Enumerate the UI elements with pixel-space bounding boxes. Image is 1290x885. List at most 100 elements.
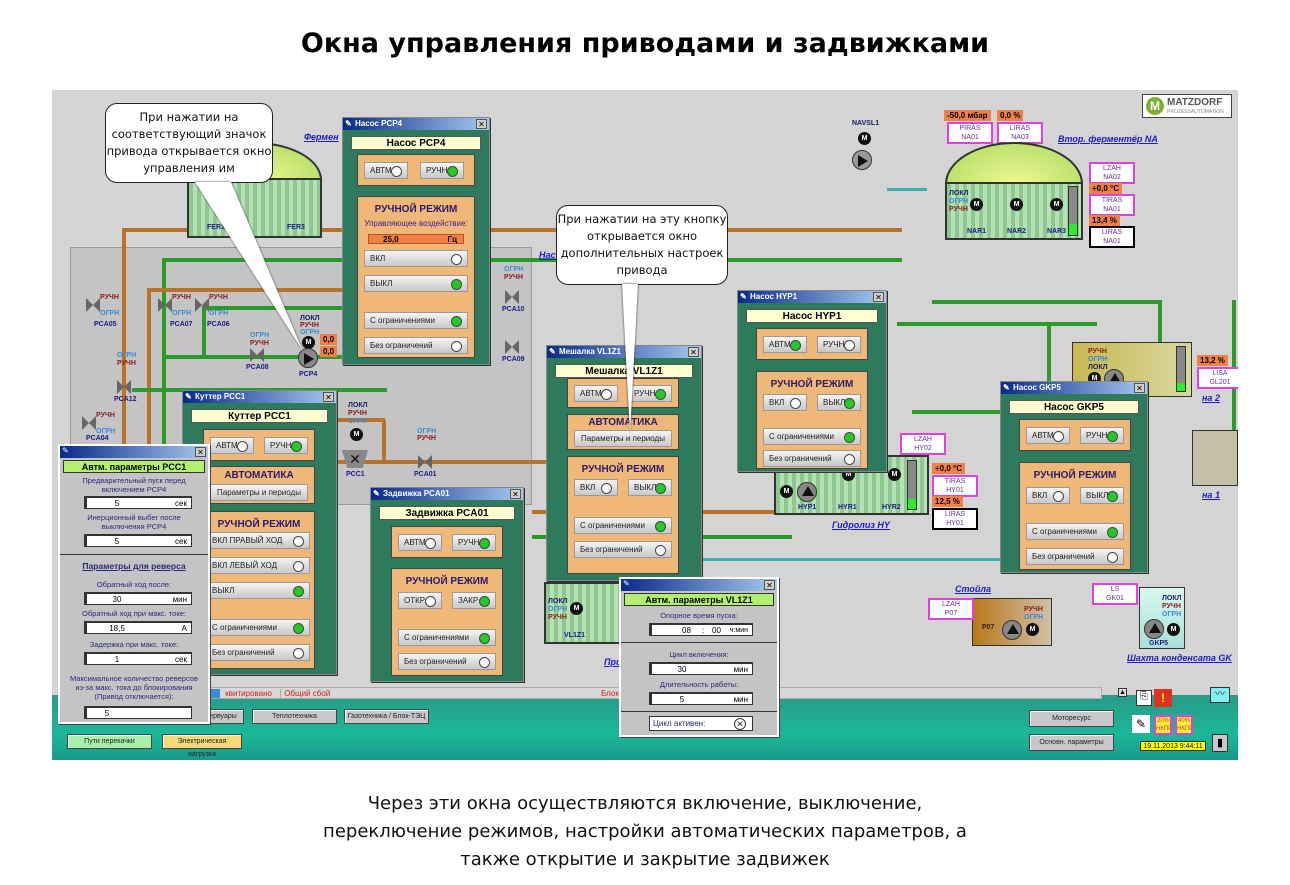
motor-icon[interactable]: M [1010,198,1023,211]
on-button[interactable]: ВКЛ [1026,487,1070,504]
on-button[interactable]: ВКЛ [574,479,618,496]
dialog-titlebar[interactable]: Насос GKP5 [1001,382,1147,394]
nav-pumping-button[interactable]: Пути перекачки [67,734,152,749]
dialog-titlebar[interactable] [60,446,208,458]
main-params-button[interactable]: Основн. параметры [1029,734,1114,751]
stoila-link[interactable]: Стойла [955,584,991,594]
valve-icon[interactable] [82,416,96,430]
close-icon[interactable]: ✕ [764,580,775,590]
auto-mode-button[interactable]: АВТМ [398,534,442,551]
close-icon[interactable]: ✕ [195,447,206,457]
nav-gas-button[interactable]: Газотехника / Блок-ТЭЦ [344,709,429,724]
params-periods-button[interactable]: Параметры и периоды [210,484,308,501]
manual-mode-button[interactable]: РУЧН [452,534,496,551]
dialog-titlebar[interactable] [621,579,777,591]
left-run-button[interactable]: ВКЛ ЛЕВЫЙ ХОД [206,557,310,574]
close-icon[interactable]: ✕ [476,119,487,129]
auto-mode-button[interactable]: АВТМ [364,162,408,179]
pump-hyp1-icon[interactable] [797,482,817,502]
journal-icon[interactable]: ⎘ [1136,690,1152,706]
close-icon[interactable]: ✕ [873,292,884,302]
motor-icon[interactable]: M [888,468,901,481]
close-icon[interactable]: ✕ [1134,383,1145,393]
with-limits-button[interactable]: С ограничениями [763,428,861,445]
compressor-icon[interactable] [852,150,872,170]
valve-icon[interactable] [505,290,519,304]
right-run-button[interactable]: ВКЛ ПРАВЫЙ ХОД [206,532,310,549]
no-limits-button[interactable]: Без ограничений [398,653,496,670]
alarm-burst-icon[interactable]: ! [1154,689,1172,707]
on-button[interactable]: ВКЛ [763,394,807,411]
valve-icon[interactable] [418,455,432,469]
auto-mode-button[interactable]: АВТМ [574,385,618,402]
motor-icon[interactable]: M [302,336,315,349]
off-button[interactable]: ВЫКЛ [817,394,861,411]
with-limits-button[interactable]: С ограничениями [398,629,496,646]
gas-detector-icon[interactable]: ✎ [1132,715,1150,733]
valve-icon[interactable] [86,298,100,312]
dialog-titlebar[interactable]: Насос PCP4 [343,118,489,130]
close-icon[interactable]: ✕ [688,347,699,357]
manual-mode-button[interactable]: РУЧН [264,437,308,454]
manual-mode-button[interactable]: РУЧН [1080,427,1124,444]
gk-link[interactable]: Шахта конденсата GK [1127,653,1232,663]
motor-icon[interactable]: M [1026,623,1039,636]
motor-icon[interactable]: M [1050,198,1063,211]
close-icon[interactable]: ✕ [510,489,521,499]
nav-heat-button[interactable]: Теплотехника [252,709,337,724]
with-limits-button[interactable]: С ограничениями [1026,523,1124,540]
auto-mode-button[interactable]: АВТМ [763,336,807,353]
scroll-up-icon[interactable]: ▲ [1118,688,1127,697]
valve-icon[interactable] [117,380,131,394]
with-limits-button[interactable]: С ограничениями [364,312,468,329]
pump-p07-icon[interactable] [1002,620,1022,640]
off-button[interactable]: ВЫКЛ [364,275,468,292]
no-limits-button[interactable]: Без ограничений [1026,548,1124,565]
motor-resource-button[interactable]: Моторесурс [1029,710,1114,727]
off-button[interactable]: ВЫКЛ [1080,487,1124,504]
gl2-link[interactable]: на 2 [1202,393,1220,403]
off-button[interactable]: ВЫКЛ [628,479,672,496]
motor-icon[interactable]: M [1167,623,1180,636]
nas-link[interactable]: Нас [539,250,556,260]
dialog-titlebar[interactable]: Насос HYP1 [738,291,886,303]
second-fermenter-link[interactable]: Втор. ферментёр NA [1058,134,1158,144]
dialog-titlebar[interactable]: Куттер PCC1 [183,391,336,403]
with-limits-button[interactable]: С ограничениями [574,517,672,534]
no-limits-button[interactable]: Без ограничений [364,337,468,354]
pump-pcp4-icon[interactable] [298,348,318,368]
fermenter-link[interactable]: Фермен [304,132,339,142]
auto-mode-button[interactable]: АВТМ [1026,427,1070,444]
hydrolysis-link[interactable]: Гидролиз HY [832,520,890,530]
off-button[interactable]: ВЫКЛ [206,582,310,599]
manual-mode-button[interactable]: РУЧН [628,385,672,402]
valve-icon[interactable] [505,340,519,354]
on-button[interactable]: ВКЛ [364,250,468,267]
auto-mode-button[interactable]: АВТМ [210,437,254,454]
close-icon[interactable]: ✕ [323,392,334,402]
no-limits-button[interactable]: Без ограничений [763,450,861,467]
ref-time-input[interactable]: 08 : 00 ч:мин [649,623,753,636]
open-button[interactable]: ОТКР [398,592,442,609]
valve-icon[interactable] [158,298,172,312]
pri-link[interactable]: При [604,657,622,667]
trend-icon[interactable]: 〰 [1210,687,1230,703]
pump-gkp5-icon[interactable] [1144,619,1164,639]
dialog-titlebar[interactable]: Задвижка PCA01 [371,488,523,500]
max-reversals-input[interactable]: 5 [84,706,192,719]
